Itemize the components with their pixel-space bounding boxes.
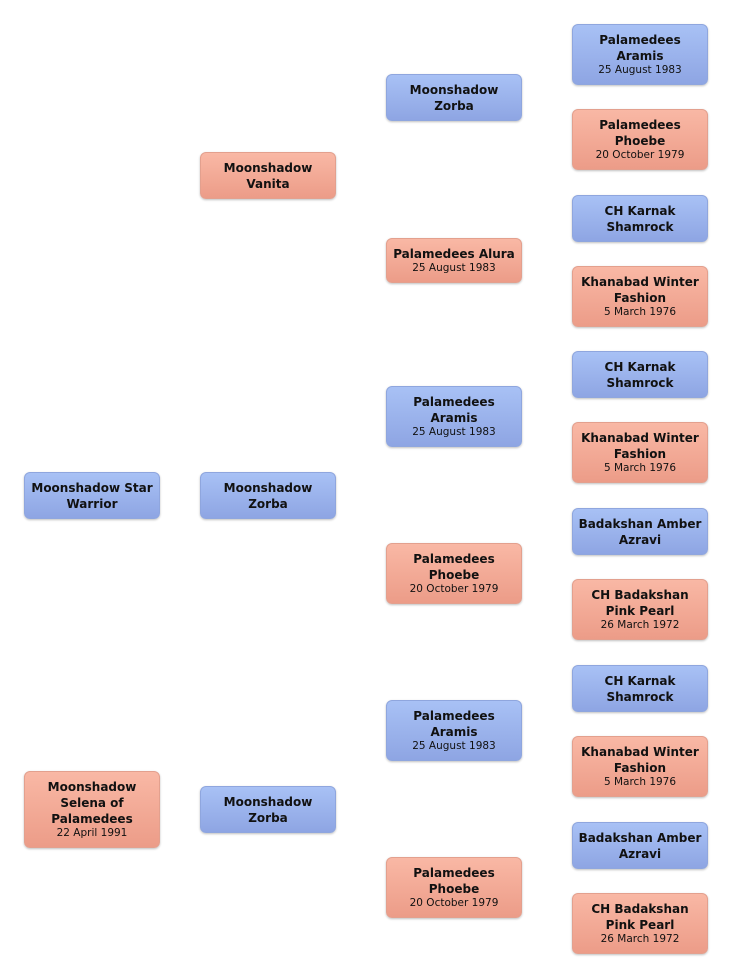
pedigree-node-g3-7[interactable]: CH Badakshan Pink Pearl 26 March 1972 — [572, 579, 708, 640]
node-name: Palamedees Alura — [393, 247, 515, 261]
pedigree-node-subject-female[interactable]: Moonshadow Selena of Palamedees 22 April… — [24, 771, 160, 848]
node-name: CH Karnak Shamrock — [604, 359, 676, 390]
node-name: Moonshadow Vanita — [223, 160, 313, 191]
pedigree-node-g3-9[interactable]: Khanabad Winter Fashion 5 March 1976 — [572, 736, 708, 797]
pedigree-node-g2-0[interactable]: Moonshadow Zorba — [386, 74, 522, 121]
node-date: 20 October 1979 — [595, 149, 685, 161]
node-name: Khanabad Winter Fashion — [581, 431, 699, 461]
node-name: Palamedees Phoebe — [413, 552, 495, 582]
pedigree-node-g3-2[interactable]: CH Karnak Shamrock — [572, 195, 708, 242]
node-name: Moonshadow Zorba — [223, 480, 313, 511]
node-date: 5 March 1976 — [603, 306, 677, 318]
pedigree-node-subject-male[interactable]: Moonshadow Star Warrior — [24, 472, 160, 519]
pedigree-node-g3-11[interactable]: CH Badakshan Pink Pearl 26 March 1972 — [572, 893, 708, 954]
node-name: Palamedees Aramis — [413, 395, 495, 425]
node-date: 25 August 1983 — [598, 64, 682, 76]
node-date: 22 April 1991 — [56, 827, 128, 839]
node-date: 26 March 1972 — [600, 933, 680, 945]
node-name: CH Badakshan Pink Pearl — [591, 902, 689, 932]
node-name: Palamedees Aramis — [413, 709, 495, 739]
node-name: CH Karnak Shamrock — [604, 203, 676, 234]
pedigree-node-g3-5[interactable]: Khanabad Winter Fashion 5 March 1976 — [572, 422, 708, 483]
node-name: Khanabad Winter Fashion — [581, 275, 699, 305]
pedigree-node-g1-0[interactable]: Moonshadow Vanita — [200, 152, 336, 199]
node-date: 5 March 1976 — [603, 776, 677, 788]
node-name: Badakshan Amber Azravi — [578, 830, 702, 861]
node-name: Moonshadow Selena of Palamedees — [47, 780, 137, 826]
pedigree-node-g2-2[interactable]: Palamedees Aramis 25 August 1983 — [386, 386, 522, 447]
node-date: 25 August 1983 — [412, 740, 496, 752]
pedigree-node-g1-2[interactable]: Moonshadow Zorba — [200, 786, 336, 833]
node-name: CH Karnak Shamrock — [604, 673, 676, 704]
node-name: Moonshadow Zorba — [409, 82, 499, 113]
node-name: Moonshadow Star Warrior — [31, 480, 153, 511]
pedigree-node-g3-3[interactable]: Khanabad Winter Fashion 5 March 1976 — [572, 266, 708, 327]
node-name: Moonshadow Zorba — [223, 794, 313, 825]
node-name: CH Badakshan Pink Pearl — [591, 588, 689, 618]
node-name: Palamedees Phoebe — [413, 866, 495, 896]
pedigree-node-g3-6[interactable]: Badakshan Amber Azravi — [572, 508, 708, 555]
pedigree-node-g3-4[interactable]: CH Karnak Shamrock — [572, 351, 708, 398]
node-date: 26 March 1972 — [600, 619, 680, 631]
pedigree-node-g3-10[interactable]: Badakshan Amber Azravi — [572, 822, 708, 869]
pedigree-node-g3-0[interactable]: Palamedees Aramis 25 August 1983 — [572, 24, 708, 85]
node-date: 20 October 1979 — [409, 897, 499, 909]
pedigree-node-g2-5[interactable]: Palamedees Phoebe 20 October 1979 — [386, 857, 522, 918]
pedigree-node-g2-4[interactable]: Palamedees Aramis 25 August 1983 — [386, 700, 522, 761]
node-date: 25 August 1983 — [412, 262, 496, 274]
node-date: 20 October 1979 — [409, 583, 499, 595]
node-name: Badakshan Amber Azravi — [578, 516, 702, 547]
pedigree-node-g1-1[interactable]: Moonshadow Zorba — [200, 472, 336, 519]
node-name: Palamedees Phoebe — [599, 118, 681, 148]
pedigree-node-g3-1[interactable]: Palamedees Phoebe 20 October 1979 — [572, 109, 708, 170]
node-name: Khanabad Winter Fashion — [581, 745, 699, 775]
pedigree-node-g2-3[interactable]: Palamedees Phoebe 20 October 1979 — [386, 543, 522, 604]
node-date: 5 March 1976 — [603, 462, 677, 474]
node-name: Palamedees Aramis — [599, 33, 681, 63]
pedigree-node-g2-1[interactable]: Palamedees Alura 25 August 1983 — [386, 238, 522, 283]
pedigree-node-g3-8[interactable]: CH Karnak Shamrock — [572, 665, 708, 712]
node-date: 25 August 1983 — [412, 426, 496, 438]
